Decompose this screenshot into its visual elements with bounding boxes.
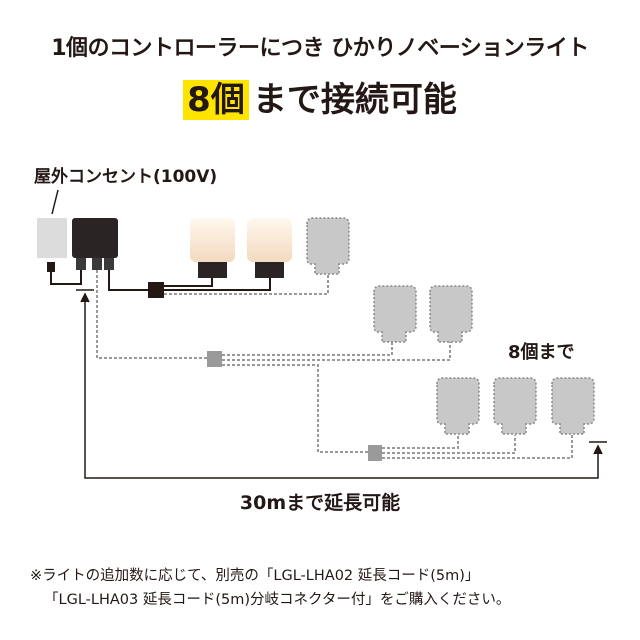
headline-line1: 1個のコントローラーにつき ひかりノベーションライト	[51, 36, 589, 61]
light-1	[190, 218, 235, 278]
light-count-highlight: 8個	[183, 80, 249, 120]
outlet-label: 屋外コンセント(100V)	[34, 167, 218, 187]
main-cord	[108, 270, 150, 291]
optional-light	[373, 285, 417, 343]
splitter-connector-3	[368, 445, 382, 461]
splitter-connector	[148, 282, 164, 298]
splitter-connector-2	[207, 351, 222, 367]
light-2	[247, 218, 292, 278]
extension-label: 30mまで延長可能	[239, 492, 401, 514]
optional-light	[551, 377, 595, 435]
headline-connect-text: まで接続可能	[252, 80, 457, 120]
power-cord	[50, 270, 82, 285]
outlet-icon	[37, 218, 67, 258]
controller-icon	[72, 218, 118, 258]
extension-distance-arrow	[76, 289, 607, 479]
max-lights-label: 8個まで	[508, 342, 575, 363]
extension-cord-1	[96, 270, 451, 453]
optional-light	[306, 217, 350, 275]
plug-icon	[47, 262, 55, 272]
optional-light	[429, 285, 473, 343]
note-line-2: 「LGL-LHA03 延長コード(5m)分岐コネクター付」をご購入ください。	[44, 592, 511, 608]
headline-line2: 8個まで接続可能	[0, 72, 640, 121]
purchase-note: ※ライトの追加数に応じて、別売の「LGL-LHA02 延長コード(5m)」 「L…	[30, 564, 510, 612]
optional-light	[436, 377, 480, 435]
optional-light	[493, 377, 537, 435]
label-pointer	[51, 189, 59, 215]
note-line-1: ※ライトの追加数に応じて、別売の「LGL-LHA02 延長コード(5m)」	[30, 568, 480, 584]
